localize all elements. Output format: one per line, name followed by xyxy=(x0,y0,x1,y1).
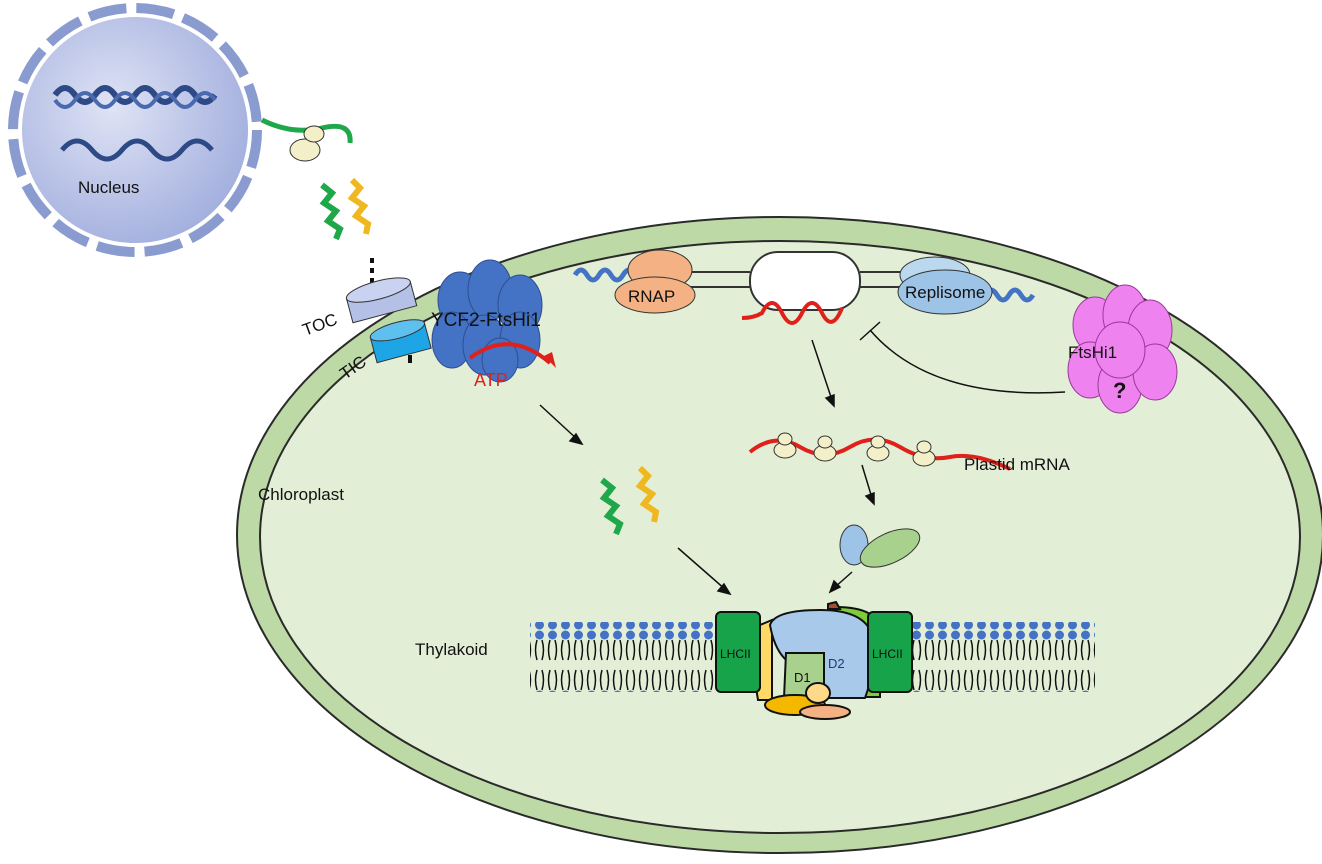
inhibition-line xyxy=(869,329,1066,394)
yellow-mature-protein xyxy=(635,465,660,523)
rnap-label: RNAP xyxy=(628,287,675,306)
thylakoid-label: Thylakoid xyxy=(415,640,488,659)
plastid-mrna-label: Plastid mRNA xyxy=(964,455,1070,474)
nucleus-label: Nucleus xyxy=(78,178,139,197)
toc-complex xyxy=(345,277,418,324)
dna-helix xyxy=(53,91,217,109)
green-mature-protein xyxy=(599,477,624,536)
ribosome xyxy=(289,138,321,162)
plastid-dna-helix-right xyxy=(982,287,1036,303)
dna-helix xyxy=(52,85,218,105)
atp-label: ATP xyxy=(474,370,508,390)
rnap xyxy=(614,276,696,314)
lhcii-left xyxy=(715,611,761,693)
d2-label: D2 xyxy=(828,656,845,671)
ribosomes-on-mrna xyxy=(773,432,936,467)
nucleus: Nucleus xyxy=(8,3,262,257)
thylakoid-membrane xyxy=(530,622,1095,692)
replication-bubble xyxy=(749,251,861,311)
plastid-dna-helix-left xyxy=(572,267,638,283)
ycf2-ftshi1-complex xyxy=(431,259,543,383)
ftshi1-label: FtsHi1 xyxy=(1068,343,1117,362)
lhcii-left-label: LHCII xyxy=(720,647,751,661)
lhcii-right xyxy=(867,611,913,693)
toc-label: TOC xyxy=(300,310,340,340)
chloroplast-label: Chloroplast xyxy=(258,485,344,504)
replisome xyxy=(897,269,993,315)
lhcii-right-label: LHCII xyxy=(872,647,903,661)
atp-arrow xyxy=(468,342,552,365)
ftshi1-question-mark: ? xyxy=(1113,378,1126,403)
yellow-precursor-protein xyxy=(347,177,372,235)
ftshi1-complex xyxy=(1067,284,1178,414)
flow-arrows xyxy=(539,339,875,596)
ribosome xyxy=(303,125,325,143)
nascent-protein-green xyxy=(859,528,921,568)
nascent-rna xyxy=(741,301,844,325)
cytosolic-mrna xyxy=(260,117,353,144)
d1-label: D1 xyxy=(794,670,811,685)
green-precursor-protein xyxy=(319,182,344,241)
tic-complex xyxy=(369,319,432,364)
ycf2-ftshi1-label: YCF2-FtsHi1 xyxy=(431,310,541,331)
replisome-label: Replisome xyxy=(905,283,985,302)
dna-strand xyxy=(60,138,214,162)
